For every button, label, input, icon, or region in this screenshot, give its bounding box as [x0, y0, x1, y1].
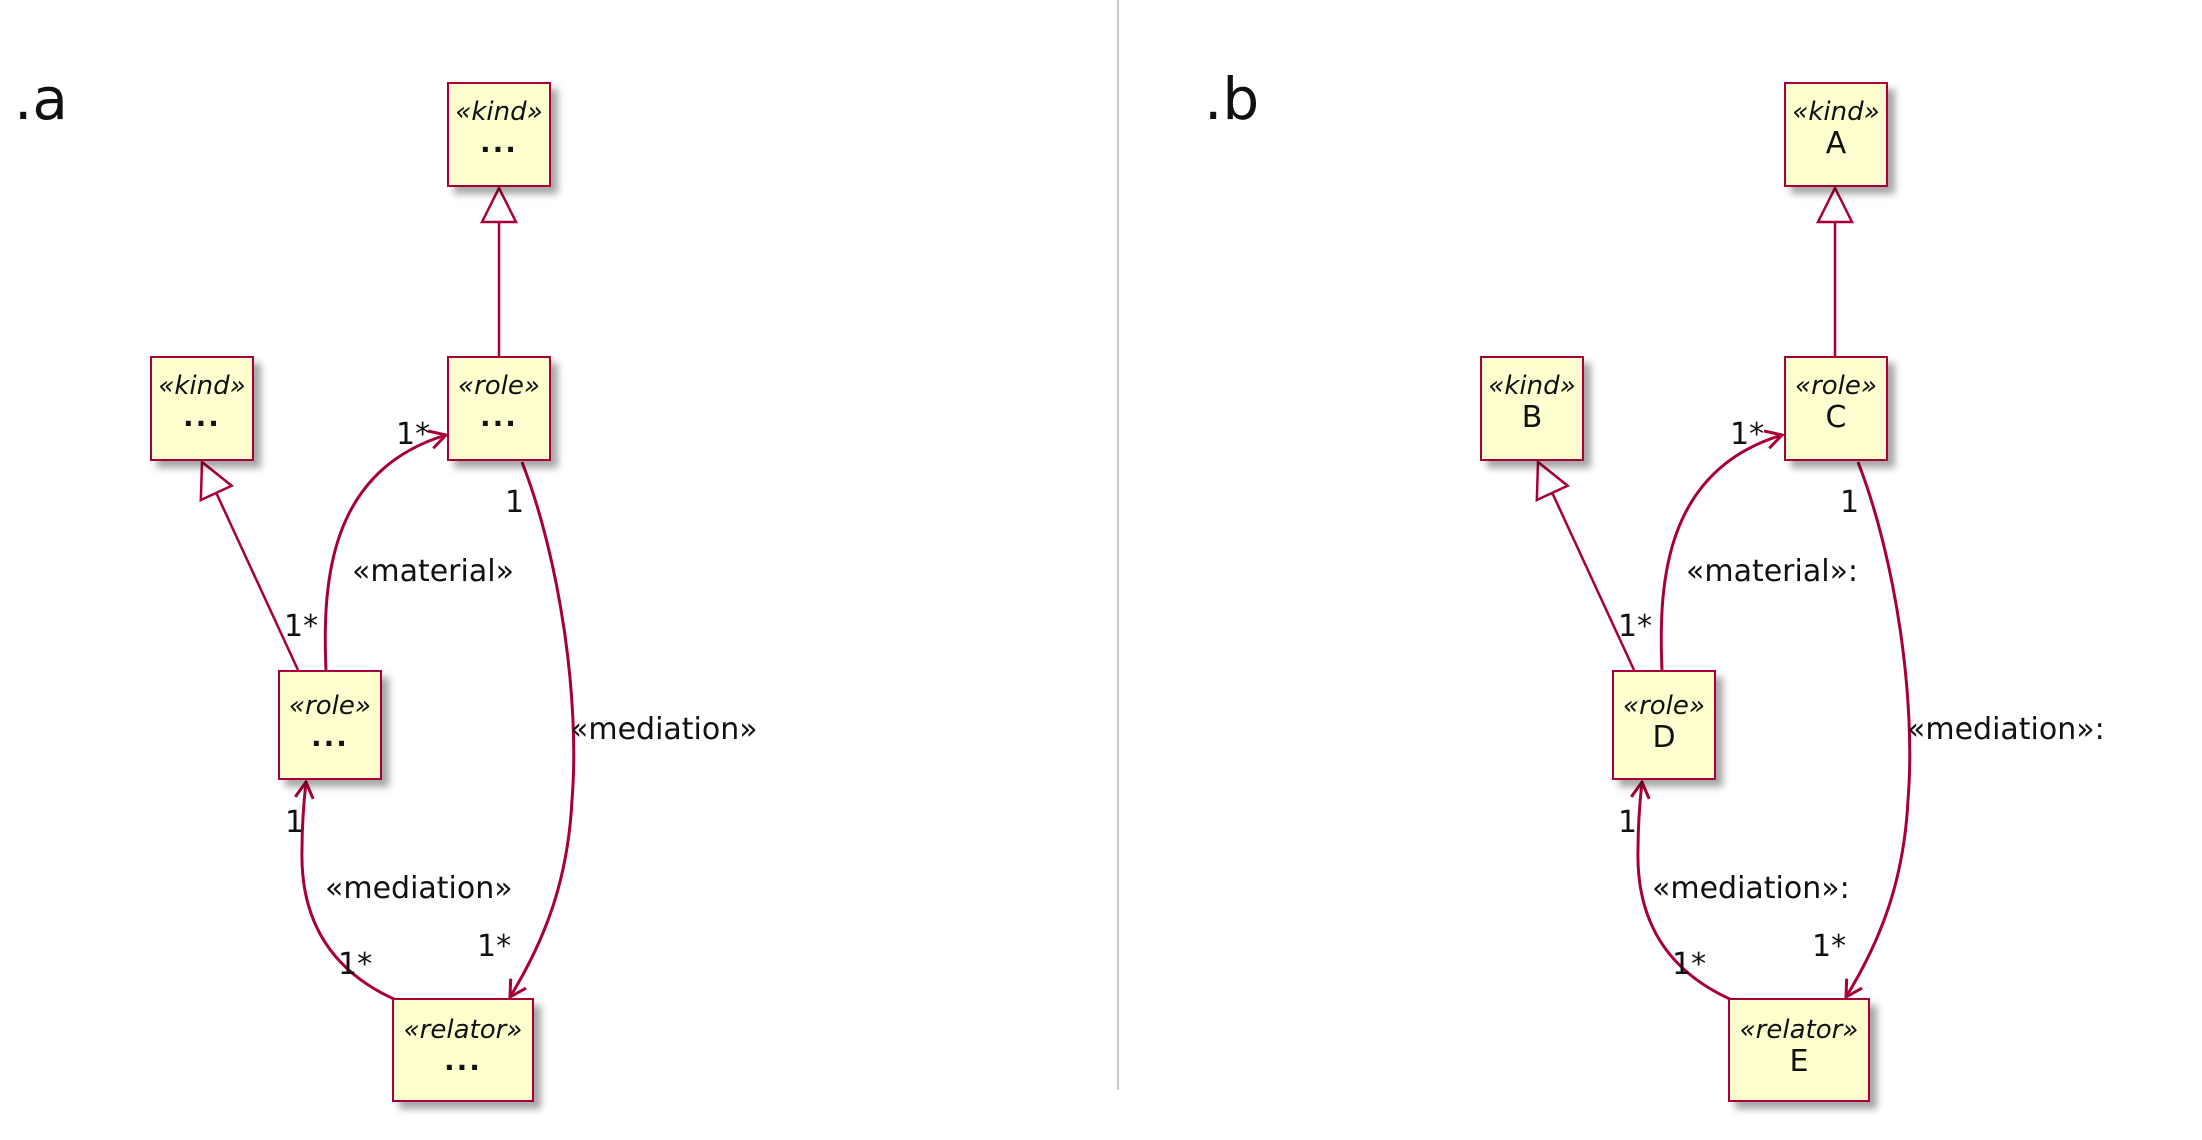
panel-a-mediation-left-src-mult: 1* [338, 947, 373, 982]
panel-b-material-tgt-mult: 1* [1730, 417, 1765, 452]
panel-a-mediation-right-src-mult: 1 [505, 485, 525, 520]
panel-a-kind-left-class[interactable]: «kind» ... [150, 356, 254, 461]
panel-b-mediation-right-label: «mediation»: [1907, 712, 2105, 747]
class-name: ... [444, 1043, 482, 1077]
panel-a-label: .a [14, 65, 68, 133]
panel-a-material-src-mult: 1* [284, 609, 319, 644]
panel-b-mediation-right-src-mult: 1 [1840, 485, 1860, 520]
panel-a-mediation-right-tgt-mult: 1* [477, 929, 512, 964]
panel-a-generalization-rolemid-to-kind-line [215, 492, 300, 671]
stereotype: «relator» [1739, 1015, 1859, 1045]
panel-b-mediation-left-label: «mediation»: [1652, 871, 1850, 906]
panel-a-mediation-left-edge [294, 778, 397, 1002]
class-name: D [1652, 719, 1676, 755]
class-name: ... [480, 125, 518, 159]
panel-b-kind-b-class[interactable]: «kind» B [1480, 356, 1584, 461]
panel-a-material-edge [323, 429, 449, 671]
panel-b-mediation-left-edge [1630, 778, 1733, 1002]
class-name: C [1825, 399, 1847, 435]
class-name: ... [311, 719, 349, 753]
stereotype: «relator» [403, 1015, 523, 1045]
stereotype: «role» [1795, 371, 1877, 401]
panel-b-relator-e-class[interactable]: «relator» E [1728, 998, 1870, 1102]
stereotype: «role» [289, 691, 371, 721]
panel-divider [1117, 0, 1119, 1090]
panel-a-relator-class[interactable]: «relator» ... [392, 998, 534, 1102]
class-name: E [1789, 1043, 1809, 1079]
class-name: ... [480, 399, 518, 433]
stereotype: «kind» [1488, 371, 1576, 401]
stereotype: «kind» [455, 97, 543, 127]
panel-b-mediation-left-tgt-mult: 1 [1618, 805, 1638, 840]
panel-b-generalization-rolemid-to-kind-line [1551, 492, 1636, 671]
stereotype: «role» [1623, 691, 1705, 721]
panel-a-role-top-class[interactable]: «role» ... [447, 356, 551, 461]
panel-b-material-src-mult: 1* [1618, 609, 1653, 644]
panel-b-kind-a-class[interactable]: «kind» A [1784, 82, 1888, 187]
stereotype: «role» [458, 371, 540, 401]
stereotype: «kind» [158, 371, 246, 401]
panel-a-mediation-left-label: «mediation» [325, 871, 513, 906]
panel-b-generalization-role-to-kind [1815, 185, 1855, 224]
panel-a-material-tgt-mult: 1* [396, 417, 431, 452]
panel-b-mediation-right-edge [1844, 461, 1912, 1000]
panel-b-role-c-class[interactable]: «role» C [1784, 356, 1888, 461]
panel-a-mediation-left-tgt-mult: 1 [285, 805, 305, 840]
panel-b-material-label: «material»: [1686, 554, 1859, 589]
panel-a-role-mid-class[interactable]: «role» ... [278, 670, 382, 780]
panel-a-kind-top-class[interactable]: «kind» ... [447, 82, 551, 187]
panel-b-role-d-class[interactable]: «role» D [1612, 670, 1716, 780]
stereotype: «kind» [1792, 97, 1880, 127]
panel-a-material-label: «material» [352, 554, 514, 589]
panel-a-generalization-role-to-kind [479, 185, 519, 224]
class-name: ... [183, 399, 221, 433]
class-name: A [1825, 125, 1847, 161]
panel-b-label: .b [1204, 65, 1260, 133]
panel-a-mediation-right-label: «mediation» [570, 712, 758, 747]
panel-a-mediation-right-edge [508, 461, 576, 1000]
panel-b-mediation-left-src-mult: 1* [1672, 947, 1707, 982]
panel-b-material-edge [1659, 429, 1785, 671]
class-name: B [1521, 399, 1543, 435]
panel-b-mediation-right-tgt-mult: 1* [1812, 929, 1847, 964]
